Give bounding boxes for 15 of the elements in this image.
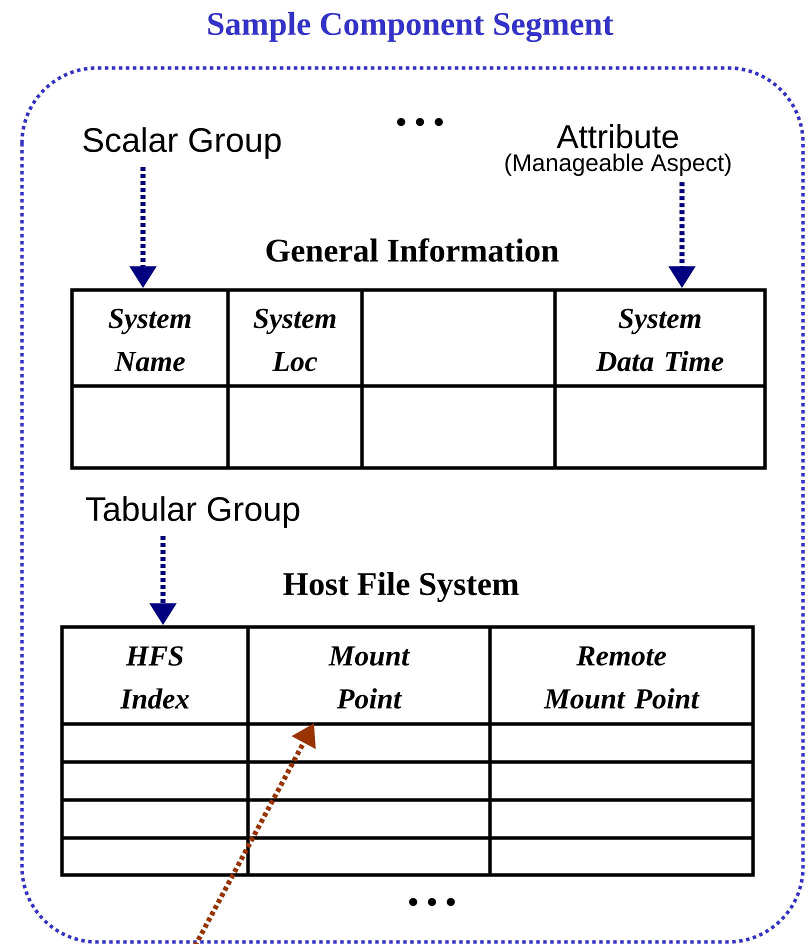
group-label: Tabular Group (86, 496, 300, 528)
table-title: General Information (266, 238, 559, 262)
column-header: HFS Index (120, 646, 189, 709)
table-title: Host File System (283, 572, 519, 602)
column-header: Mount Point (328, 646, 410, 709)
column-header: Remote Mount Point (544, 646, 700, 709)
group-label: Scalar Group (83, 127, 281, 159)
column-header: System Loc (254, 308, 336, 372)
ellipsis: • • • (409, 898, 455, 906)
column-header: System Name (108, 308, 190, 372)
node-label: Sample Component Segment (208, 12, 614, 42)
ellipsis: • • • (397, 118, 443, 126)
attribute-label: Attribute (556, 124, 678, 148)
column-header: System Data Time (596, 308, 724, 372)
attribute-note: (Manageable Aspect) (505, 154, 731, 176)
